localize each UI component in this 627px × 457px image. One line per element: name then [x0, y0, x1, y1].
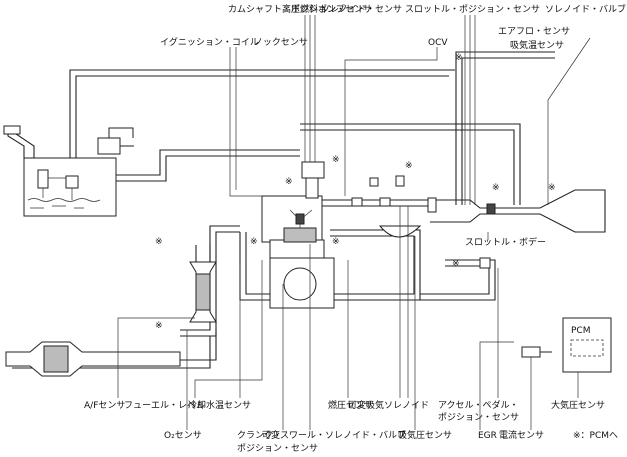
mark-5: ※: [492, 183, 500, 193]
label-solenoid-valve: ソレノイド・バルブ: [545, 3, 626, 15]
label-throttle-position: スロットル・ポジション・センサ: [405, 4, 540, 15]
label-intake-temp: 吸気温センサ: [510, 39, 564, 51]
mark-1: ※: [455, 53, 463, 63]
label-o2: O₂センサ: [164, 430, 202, 441]
label-airflow: エアフロ・センサ: [498, 26, 570, 37]
current-sensor: [521, 346, 552, 358]
label-ignition: イグニッション・コイル: [160, 36, 259, 48]
label-crank: クランク・: [237, 430, 282, 441]
egr-valve: [479, 257, 491, 269]
charcoal-canister: [97, 127, 134, 155]
component-labels: カムシャフト・ポジション・センサ 高圧燃料ポンプ ソレノイド・センサ スロットル…: [84, 3, 626, 454]
label-high-pressure: 高圧燃料ポンプ: [282, 3, 345, 15]
label-crank2: ポジション・センサ: [237, 443, 318, 454]
label-egr: EGR: [478, 431, 497, 441]
exhaust-system: [5, 245, 217, 377]
mark-2: ※: [285, 177, 293, 187]
mark-7: ※: [155, 237, 163, 247]
intake-system: [322, 175, 606, 238]
leader-lines: [117, 15, 591, 430]
label-fuel-level: フューエル・レベル: [124, 401, 205, 411]
label-note: ※：PCMへ: [573, 431, 618, 441]
label-knock: ノックセンサ: [254, 37, 308, 48]
label-variable-intake: 可変吸気ソレノイド: [348, 399, 429, 411]
label-current: 電流センサ: [499, 429, 544, 441]
label-throttle-body: スロットル・ボデー: [465, 236, 546, 248]
label-accel: アクセル・ペダル・: [438, 399, 519, 411]
pcm-marks: ※ ※ ※ ※ ※ ※ ※ ※ ※ ※ ※: [155, 53, 556, 331]
mark-11: ※: [452, 259, 460, 269]
mark-8: ※: [155, 321, 163, 331]
label-coolant: 冷却水温センサ: [188, 399, 251, 411]
label-accel2: ポジション・センサ: [438, 412, 519, 423]
mark-6: ※: [548, 183, 556, 193]
label-baro: 大気圧センサ: [551, 399, 605, 411]
mark-10: ※: [332, 237, 340, 247]
engine-block: [261, 161, 335, 309]
pcm-unit: PCM: [562, 317, 612, 373]
pcm-label: PCM: [571, 326, 590, 336]
label-camshaft: カムシャフト・ポジション・センサ: [228, 4, 372, 15]
label-ocv: OCV: [428, 38, 448, 48]
fuel-tank: [3, 125, 117, 217]
mark-9: ※: [250, 237, 258, 247]
mark-3: ※: [332, 155, 340, 165]
label-var-swirl: 可変スワール・ソレノイド・バルブ: [262, 429, 406, 441]
label-intake-pressure: 吸気圧センサ: [398, 429, 452, 441]
label-solenoid: ソレノイド・センサ: [321, 4, 402, 15]
label-fuel-pressure: 燃圧センサ: [328, 399, 373, 411]
label-af: A/Fセンサ: [84, 400, 125, 411]
mark-4: ※: [405, 161, 413, 171]
